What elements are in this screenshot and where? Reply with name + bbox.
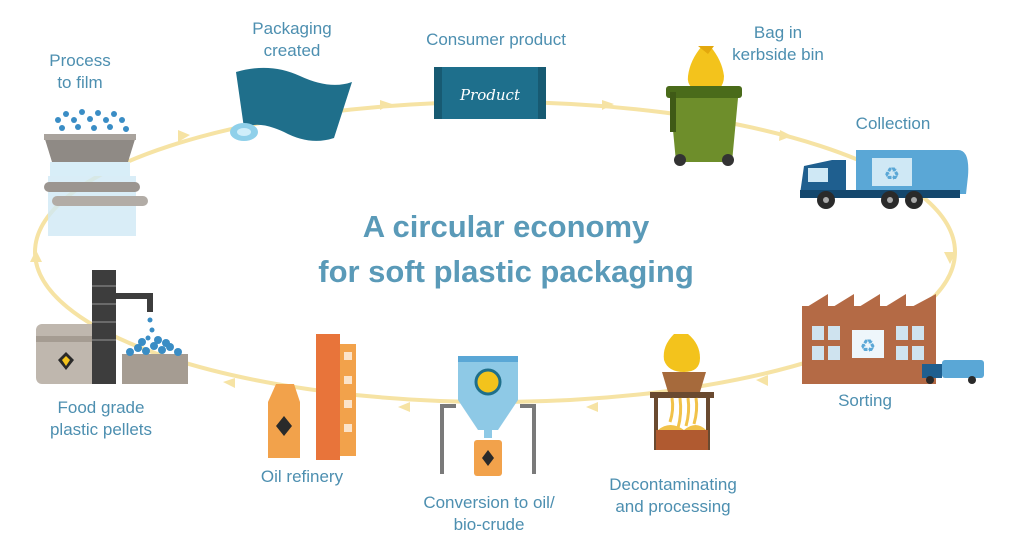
label-line: plastic pellets (49, 420, 153, 439)
arrow-icon (223, 378, 235, 388)
label-process-to-film: Process to film (49, 50, 110, 94)
label-line: Collection (855, 114, 931, 133)
label-line: and processing (615, 497, 731, 516)
label-line: Consumer product (426, 30, 566, 49)
label-conversion-to-oil: Conversion to oil/ bio-crude (423, 492, 554, 536)
arrow-icon (30, 250, 42, 262)
film-machine-icon (44, 109, 148, 236)
conversion-reactor-icon (440, 356, 536, 476)
pellet-plant-icon (36, 270, 188, 384)
diagram-title-line1: A circular economy (362, 209, 650, 244)
arrow-icon (779, 130, 792, 141)
label-decontaminating: Decontaminating and processing (609, 474, 737, 518)
label-packaging-created: Packaging created (252, 18, 331, 62)
cycle-arrows (30, 100, 956, 412)
label-line: Packaging (252, 19, 332, 38)
diagram-title-line2: for soft plastic packaging (318, 254, 694, 289)
arrow-icon (380, 100, 392, 110)
label-line: Oil refinery (260, 467, 344, 486)
arrow-icon (586, 402, 598, 412)
product-wrapper-text: Product (459, 86, 521, 104)
oil-refinery-icon (268, 334, 356, 460)
label-line: Food grade (57, 398, 145, 417)
arrow-icon (602, 100, 614, 110)
wheelie-bin-icon (666, 46, 742, 166)
svg-text:♻: ♻ (884, 164, 900, 184)
label-bag-in-kerbside-bin: Bag in kerbside bin (732, 22, 824, 66)
label-consumer-product: Consumer product (426, 29, 566, 51)
label-oil-refinery: Oil refinery (261, 466, 343, 488)
garbage-truck-icon: ♻ (800, 150, 969, 209)
arrow-icon (756, 375, 768, 386)
label-line: Sorting (838, 391, 892, 410)
arrow-icon (398, 402, 410, 412)
label-line: Process (49, 51, 111, 70)
label-line: Bag in (753, 23, 803, 42)
product-wrapper-icon: Product (434, 67, 546, 119)
arrow-icon (178, 130, 190, 142)
label-line: to film (57, 73, 103, 92)
label-line: kerbside bin (732, 45, 824, 64)
label-collection: Collection (856, 113, 931, 135)
label-sorting: Sorting (838, 390, 892, 412)
label-line: bio-crude (453, 515, 525, 534)
arrow-icon (944, 252, 956, 264)
svg-text:♻: ♻ (860, 336, 876, 356)
label-line: Conversion to oil/ (423, 493, 555, 512)
sorting-factory-icon: ♻ (802, 294, 984, 384)
decontamination-icon (650, 334, 714, 450)
label-line: Decontaminating (609, 475, 737, 494)
label-food-grade-pellets: Food grade plastic pellets (50, 397, 152, 441)
film-roll-icon (230, 67, 352, 141)
label-line: created (263, 41, 321, 60)
